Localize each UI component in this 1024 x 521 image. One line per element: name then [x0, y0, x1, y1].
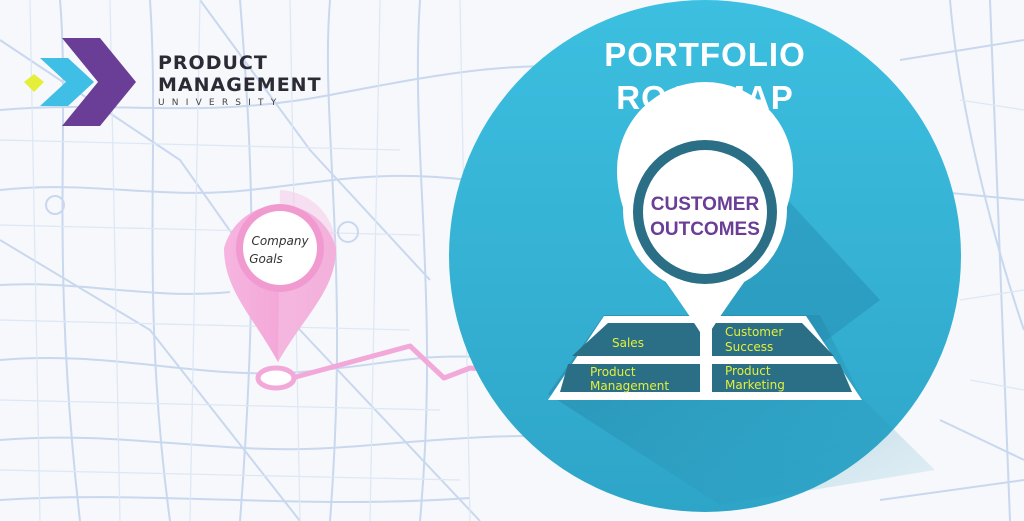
outcomes-line1: CUSTOMER [651, 194, 760, 215]
portfolio-title-line1: PORTFOLIO [604, 36, 806, 73]
label-product-management-1: Product [590, 365, 636, 379]
label-product-management-2: Management [590, 379, 669, 393]
quadrant-customer-success [712, 323, 834, 356]
roadmap-board [548, 316, 862, 400]
goals-line2: Goals [249, 252, 283, 266]
brand-line1: PRODUCT [158, 52, 268, 74]
brand-wordmark: PRODUCT MANAGEMENT UNIVERSITY [158, 52, 322, 109]
label-product-marketing-2: Marketing [725, 378, 785, 392]
quadrant-product-marketing [712, 364, 852, 392]
label-customer-success-1: Customer [725, 325, 783, 339]
outcomes-line2: OUTCOMES [650, 219, 760, 240]
label-product-marketing-1: Product [725, 364, 771, 378]
roundabout [45, 195, 65, 215]
brand-line3: UNIVERSITY [158, 98, 284, 108]
quadrant-sales [572, 323, 700, 356]
pmu-logo-icon [24, 38, 136, 126]
roundabout [337, 221, 359, 243]
goals-line1: Company [251, 234, 309, 248]
route-start-marker [255, 365, 297, 391]
goals-pin [224, 190, 337, 362]
label-sales: Sales [612, 336, 644, 350]
outcomes-pin [617, 82, 793, 340]
quadrant-product-management [560, 364, 700, 392]
label-customer-success-2: Success [725, 340, 773, 354]
brand-line2: MANAGEMENT [158, 74, 322, 96]
